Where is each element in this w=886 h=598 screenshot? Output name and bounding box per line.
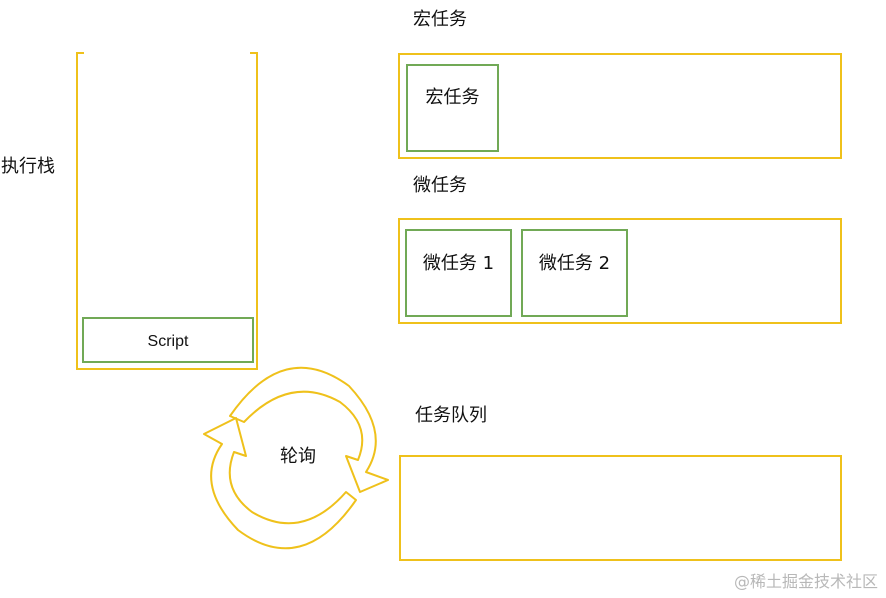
task-queue-label: 任务队列 [415,405,487,426]
event-loop-cycle-arrows [203,366,389,550]
macro-tasks-label: 宏任务 [413,9,467,30]
macro-tasks-container [398,53,842,159]
micro-task-item-label: 微任务 1 [422,253,495,274]
micro-tasks-label: 微任务 [413,175,467,196]
execution-stack-container [76,52,258,370]
execution-stack-label: 执行栈 [1,156,55,177]
event-loop-arrow-left [203,417,357,550]
script-frame: Script [82,317,254,363]
micro-task-item: 微任务 1 [405,229,512,317]
micro-task-item-label: 微任务 2 [538,253,611,274]
event-loop-label: 轮询 [280,446,316,467]
micro-tasks-container [398,218,842,324]
script-label: Script [147,333,189,350]
watermark: @稀土掘金技术社区 [733,572,878,591]
macro-task-item-label: 宏任务 [425,87,480,108]
event-loop-arrow-right [229,366,389,493]
macro-task-item: 宏任务 [406,64,499,152]
micro-task-item: 微任务 2 [521,229,628,317]
task-queue-container [399,455,842,561]
